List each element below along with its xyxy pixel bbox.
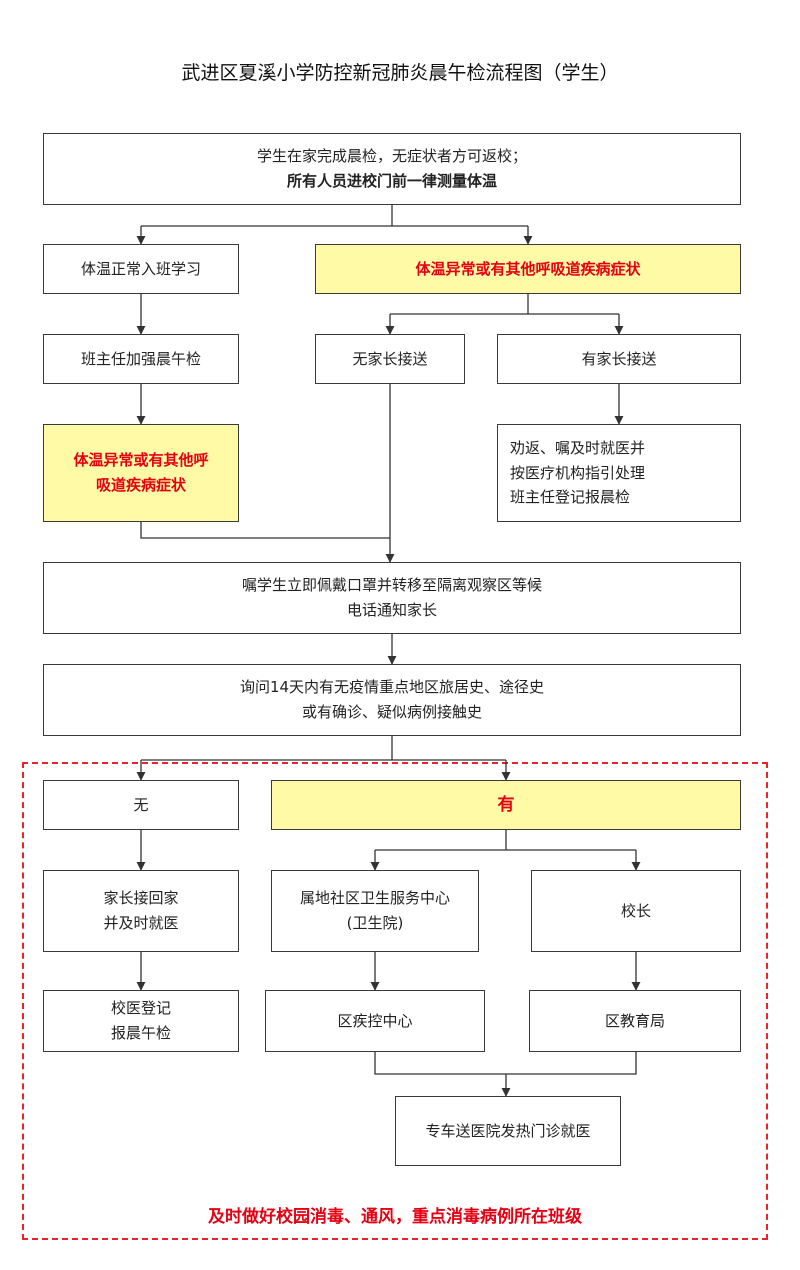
box-isolate: 嘱学生立即佩戴口罩并转移至隔离观察区等候 电话通知家长 [43,562,741,634]
inquiry-line1: 询问14天内有无疫情重点地区旅居史、途径史 [239,678,545,697]
box-abnormal-top: 体温异常或有其他呼吸道疾病症状 [315,244,741,294]
box-yes: 有 [271,780,741,830]
box-cdc: 区疾控中心 [265,990,485,1052]
abnormal-left-line2: 吸道疾病症状 [95,476,186,494]
advice-line3: 班主任登记报晨检 [510,488,631,507]
parent-pickup-line2: 并及时就医 [103,914,179,932]
community-line1: 属地社区卫生服务中心 [299,889,450,908]
footer-note: 及时做好校园消毒、通风，重点消毒病例所在班级 [208,1207,582,1227]
box-abnormal-left: 体温异常或有其他呼 吸道疾病症状 [43,424,239,522]
box-advice: 劝返、嘱及时就医并 按医疗机构指引处理 班主任登记报晨检 [497,424,741,522]
isolate-line2: 电话通知家长 [346,601,437,619]
community-line2: (卫生院) [346,914,404,932]
inquiry-line2: 或有确诊、疑似病例接触史 [301,703,482,721]
page-title: 武进区夏溪小学防控新冠肺炎晨午检流程图（学生） [181,62,619,84]
parent-pickup-line1: 家长接回家 [103,889,179,908]
advice-line1: 劝返、嘱及时就医并 [510,438,646,457]
entry-check-line2: 所有人员进校门前一律测量体温 [286,172,497,190]
box-parent-pickup: 家长接回家 并及时就医 [43,870,239,952]
school-doctor-line2: 报晨午检 [110,1024,171,1042]
box-entry-check: 学生在家完成晨检，无症状者方可返校； 所有人员进校门前一律测量体温 [43,133,741,205]
emergency-zone [22,762,768,1240]
box-no: 无 [43,780,239,830]
advice-line2: 按医疗机构指引处理 [510,463,646,482]
abnormal-left-line1: 体温异常或有其他呼 [73,451,209,470]
box-principal: 校长 [531,870,741,952]
isolate-line1: 嘱学生立即佩戴口罩并转移至隔离观察区等候 [241,576,542,595]
entry-check-line1: 学生在家完成晨检，无症状者方可返校； [256,147,527,166]
school-doctor-line1: 校医登记 [110,999,171,1018]
box-inquiry: 询问14天内有无疫情重点地区旅居史、途径史 或有确诊、疑似病例接触史 [43,664,741,736]
box-community: 属地社区卫生服务中心 (卫生院) [271,870,479,952]
